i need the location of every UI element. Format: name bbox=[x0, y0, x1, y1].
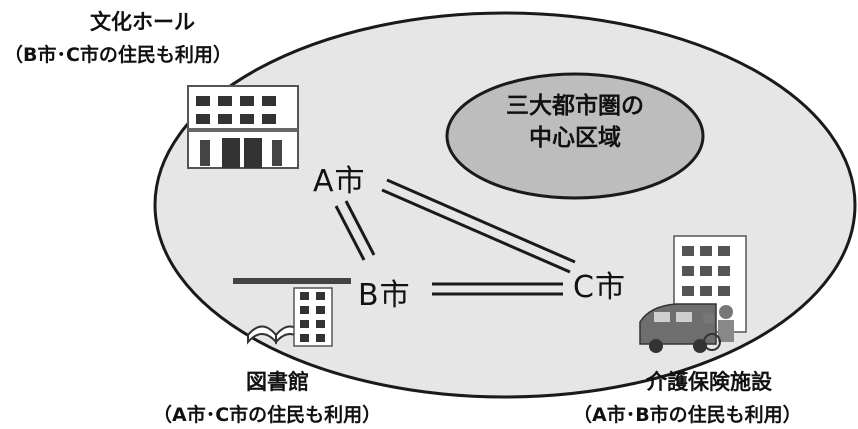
center-region-line1: 三大都市圏の bbox=[506, 93, 644, 119]
center-region-label: 三大都市圏の 中心区域 bbox=[470, 90, 680, 154]
culture-hall-name: 文化ホール bbox=[90, 10, 195, 34]
city-a-label: A市 bbox=[313, 164, 366, 199]
city-c-label: C市 bbox=[573, 270, 626, 305]
city-b-label: B市 bbox=[358, 278, 411, 313]
care-facility-name: 介護保険施設 bbox=[646, 370, 772, 394]
link-b-c bbox=[432, 282, 563, 296]
library-name: 図書館 bbox=[246, 370, 309, 394]
link-a-c bbox=[381, 178, 576, 274]
library-note: （A市･C市の住民も利用） bbox=[153, 404, 382, 426]
building-icon bbox=[187, 85, 299, 169]
link-a-b bbox=[334, 200, 376, 261]
library-icon bbox=[233, 278, 351, 347]
care-facility-icon bbox=[639, 235, 747, 353]
culture-hall-note: （B市･C市の住民も利用） bbox=[4, 44, 232, 66]
region-ellipse bbox=[153, 11, 857, 399]
center-region-ellipse bbox=[445, 72, 705, 200]
care-facility-note: （A市･B市の住民も利用） bbox=[573, 404, 802, 426]
center-region-line2: 中心区域 bbox=[529, 125, 621, 151]
